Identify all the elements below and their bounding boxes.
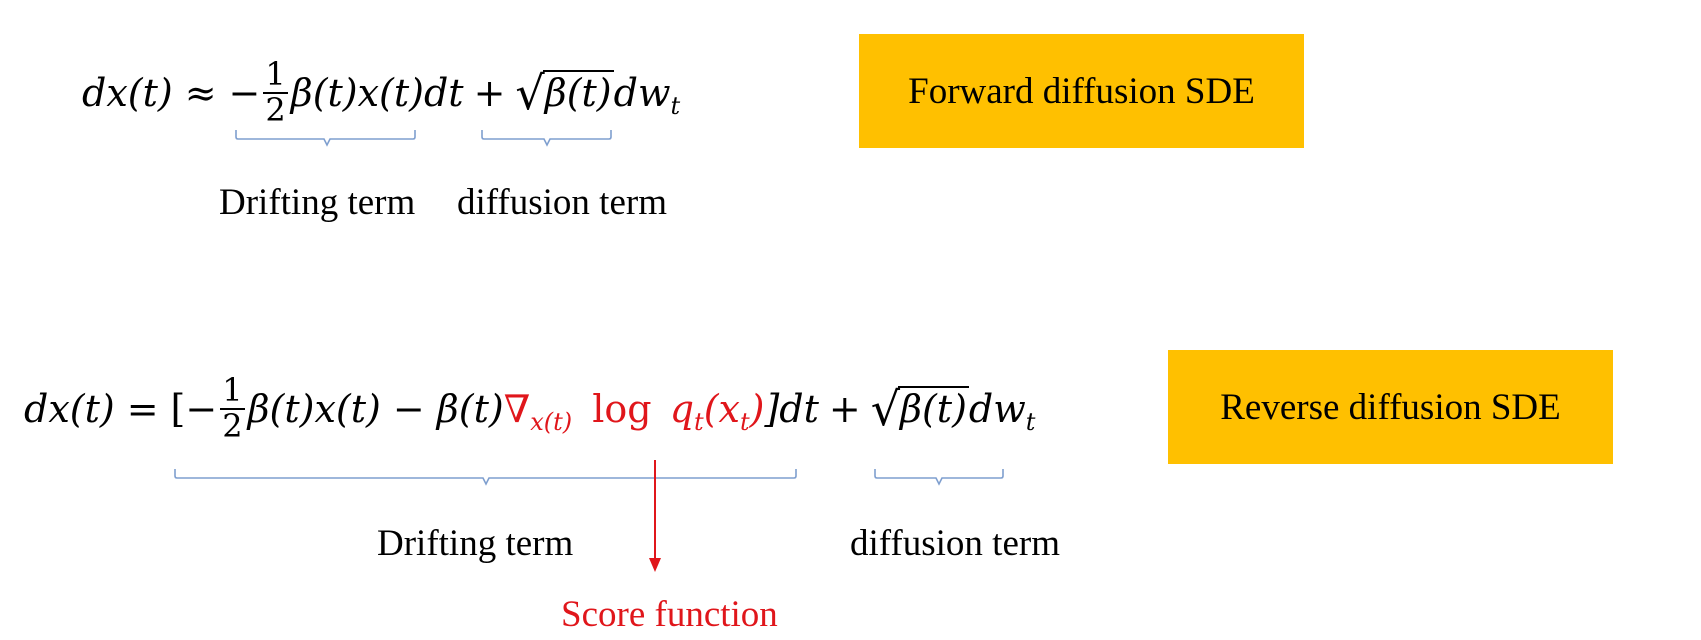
forward-frac-den: 2 bbox=[263, 90, 288, 129]
forward-frac-num: 1 bbox=[265, 55, 286, 93]
forward-rel: ≈ bbox=[184, 70, 217, 115]
reverse-open: [− bbox=[170, 386, 218, 431]
forward-minus: − bbox=[228, 70, 261, 115]
reverse-sqrt-content: β(t) bbox=[898, 385, 969, 431]
reverse-sde-equation: dx(t) = [− 1 2 β(t)x(t) − β(t) ∇x(t) log… bbox=[24, 371, 1036, 445]
reverse-sde-box: Reverse diffusion SDE bbox=[1168, 350, 1613, 464]
forward-sqrt: √ β(t) bbox=[515, 65, 614, 120]
reverse-drift-label: Drifting term bbox=[377, 523, 574, 564]
forward-diffusion-brace bbox=[481, 130, 612, 147]
score-arrow bbox=[649, 460, 661, 572]
reverse-plus: + bbox=[828, 386, 861, 431]
reverse-close: ]dt bbox=[764, 386, 819, 431]
forward-box-label: Forward diffusion SDE bbox=[908, 70, 1255, 112]
forward-drift-brace bbox=[235, 130, 416, 147]
reverse-noise: dwt bbox=[968, 386, 1036, 436]
reverse-diffusion-label: diffusion term bbox=[850, 523, 1060, 564]
reverse-sqrt: √ β(t) bbox=[870, 381, 969, 436]
reverse-frac-den: 2 bbox=[220, 406, 245, 445]
forward-sde-equation: dx(t) ≈ − 1 2 β(t)x(t)dt + √ β(t) dwt bbox=[82, 55, 681, 129]
forward-sde-box: Forward diffusion SDE bbox=[859, 34, 1304, 148]
forward-noise: dwt bbox=[613, 70, 681, 120]
forward-fraction: 1 2 bbox=[263, 55, 288, 129]
forward-drift: β(t)x(t)dt bbox=[290, 70, 464, 115]
reverse-drift-brace bbox=[174, 469, 797, 486]
forward-drift-label: Drifting term bbox=[219, 182, 416, 223]
forward-plus: + bbox=[473, 70, 506, 115]
forward-lhs: dx(t) bbox=[82, 70, 173, 115]
sqrt-icon: √ bbox=[870, 381, 901, 436]
reverse-fraction: 1 2 bbox=[220, 371, 245, 445]
reverse-drift-a: β(t)x(t) − β(t) bbox=[247, 386, 504, 431]
score-term: ∇x(t) log qt(xt) bbox=[503, 386, 765, 436]
reverse-frac-num: 1 bbox=[222, 371, 243, 409]
reverse-rel: = bbox=[126, 386, 159, 431]
forward-diffusion-label: diffusion term bbox=[457, 182, 667, 223]
reverse-lhs: dx(t) bbox=[24, 386, 115, 431]
reverse-box-label: Reverse diffusion SDE bbox=[1220, 386, 1561, 428]
score-function-label: Score function bbox=[561, 594, 778, 635]
sqrt-icon: √ bbox=[515, 65, 545, 120]
forward-sqrt-content: β(t) bbox=[542, 69, 614, 115]
reverse-diffusion-brace bbox=[874, 469, 1004, 486]
